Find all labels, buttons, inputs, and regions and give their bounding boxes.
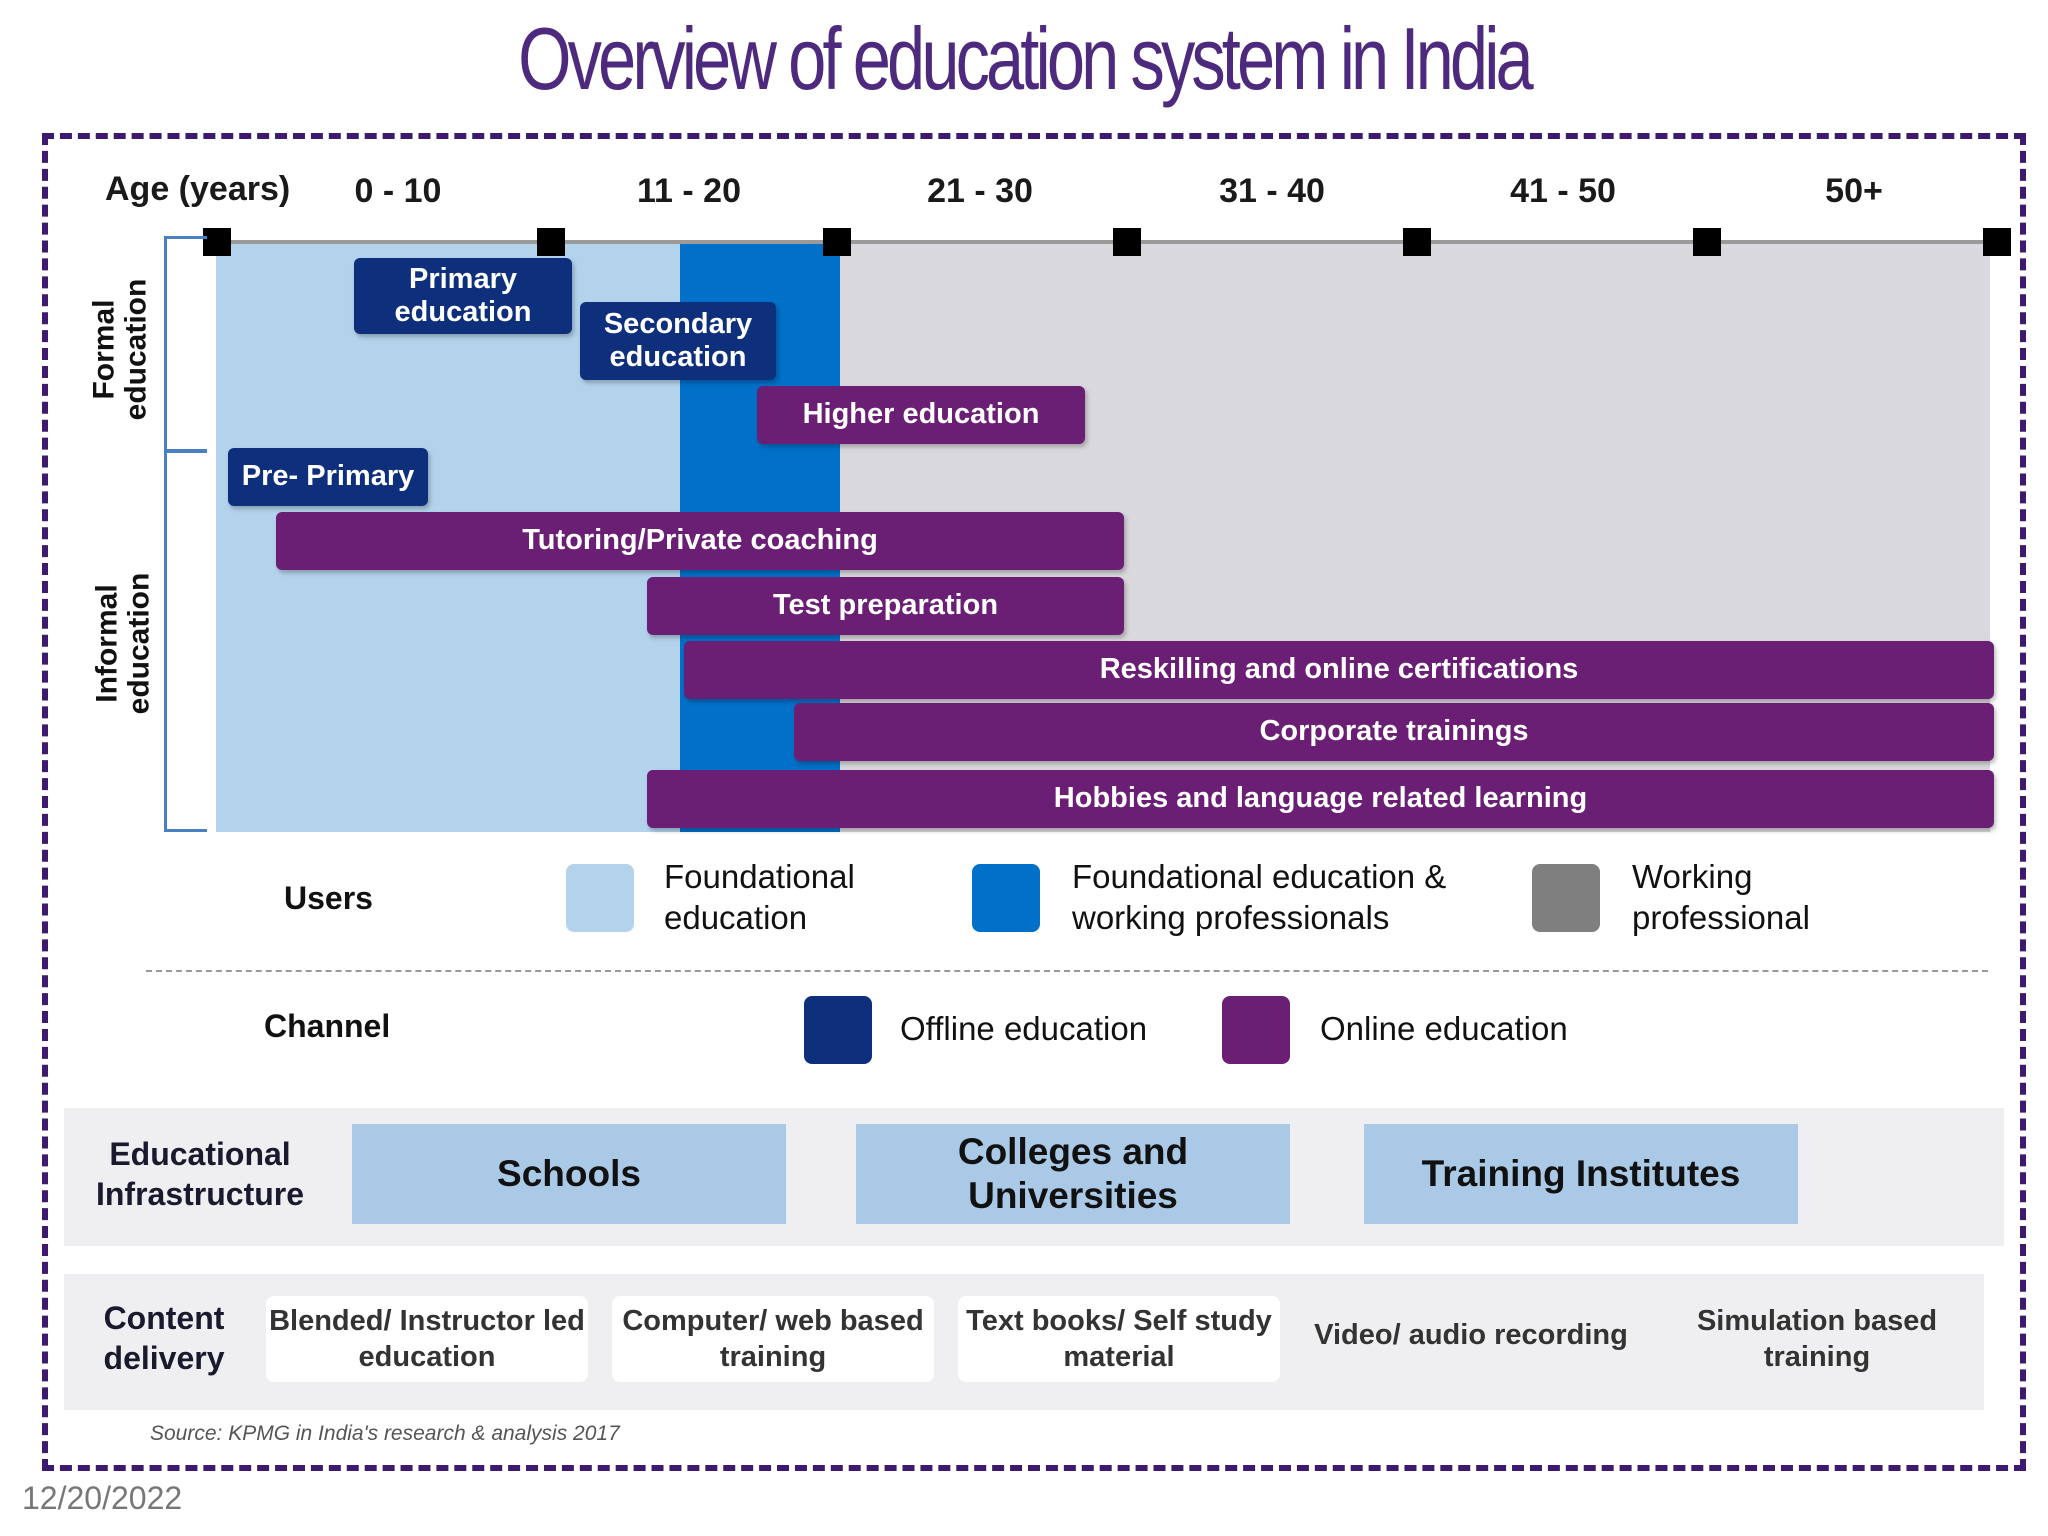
age-range-label: 0 - 10 <box>354 172 442 210</box>
age-range-label: 11 - 20 <box>637 172 741 210</box>
infra-training-institutes: Training Institutes <box>1364 1124 1798 1224</box>
axis-tick <box>203 228 231 256</box>
swatch-online <box>1222 996 1290 1064</box>
infra-schools: Schools <box>352 1124 786 1224</box>
bar-secondary-education: Secondary education <box>580 302 776 380</box>
bar-hobbies: Hobbies and language related learning <box>647 770 1994 828</box>
age-axis-title: Age (years) <box>105 170 291 208</box>
bar-reskilling: Reskilling and online certifications <box>684 641 1994 699</box>
bar-higher-education: Higher education <box>757 386 1085 444</box>
slide-date: 12/20/2022 <box>22 1480 183 1516</box>
swatch-working-professional <box>1532 864 1600 932</box>
bar-tutoring: Tutoring/Private coaching <box>276 512 1124 570</box>
swatch-foundational-and-working <box>972 864 1040 932</box>
axis-tick <box>1693 228 1721 256</box>
axis-tick <box>537 228 565 256</box>
content-blended: Blended/ Instructor led education <box>266 1296 588 1382</box>
bar-corporate-trainings: Corporate trainings <box>794 703 1994 761</box>
swatch-foundational <box>566 864 634 932</box>
axis-tick <box>1113 228 1141 256</box>
diagram-frame <box>42 133 2026 1471</box>
axis-tick <box>1983 228 2011 256</box>
content-computer-web: Computer/ web based training <box>612 1296 934 1382</box>
informal-bracket <box>164 450 207 832</box>
channel-label: Channel <box>264 1008 391 1044</box>
formal-bracket <box>164 236 207 452</box>
legend-offline: Offline education <box>900 1010 1148 1047</box>
age-range-label: 21 - 30 <box>927 172 1033 210</box>
content-delivery-label: Content delivery <box>103 1300 225 1376</box>
axis-tick <box>823 228 851 256</box>
infra-colleges: Colleges and Universities <box>856 1124 1290 1224</box>
bar-test-preparation: Test preparation <box>647 577 1124 635</box>
age-range-label: 31 - 40 <box>1219 172 1325 210</box>
formal-education-label: Formal education <box>87 278 153 421</box>
bar-pre-primary: Pre- Primary <box>228 448 428 506</box>
legend-foundational-and-working: Foundational education & working profess… <box>1072 858 1447 937</box>
swatch-offline <box>804 996 872 1064</box>
content-video-audio: Video/ audio recording <box>1314 1318 1628 1351</box>
users-label: Users <box>284 880 373 916</box>
legend-foundational: Foundational education <box>664 858 855 937</box>
source-note: Source: KPMG in India's research & analy… <box>150 1422 620 1445</box>
age-range-label: 41 - 50 <box>1510 172 1616 210</box>
legend-working-professional: Working professional <box>1632 858 1810 937</box>
bar-primary-education: Primary education <box>354 258 572 334</box>
legend-divider <box>146 970 1988 972</box>
infrastructure-label: Educational Infrastructure <box>95 1136 305 1212</box>
age-range-label: 50+ <box>1825 172 1883 210</box>
axis-tick <box>1403 228 1431 256</box>
age-axis-line <box>216 240 2000 244</box>
page-title: Overview of education system in India <box>518 9 1534 108</box>
content-simulation: Simulation based training <box>1696 1304 1938 1373</box>
legend-online: Online education <box>1320 1010 1568 1047</box>
content-text-books: Text books/ Self study material <box>958 1296 1280 1382</box>
informal-education-label: Informal education <box>90 572 156 715</box>
